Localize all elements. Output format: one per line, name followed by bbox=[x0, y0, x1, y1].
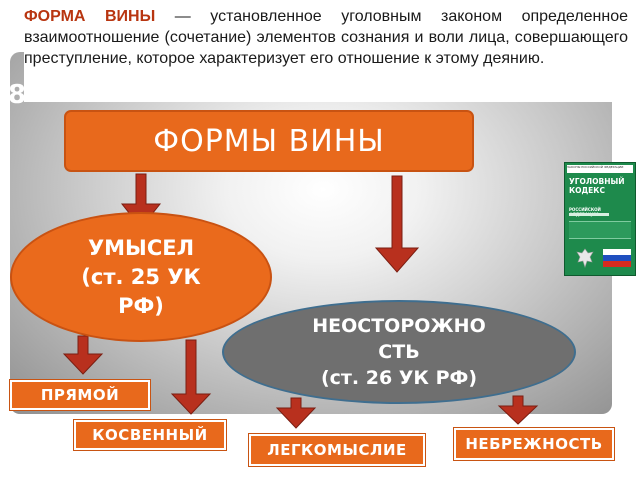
intent-label: УМЫСЕЛ bbox=[87, 235, 195, 260]
criminal-code-book-image: ЗАКОНЫ РОССИЙСКОЙ ФЕДЕРАЦИИ УГОЛОВНЫЙ КО… bbox=[564, 162, 636, 276]
slide-number: 8 bbox=[8, 80, 27, 110]
book-header: ЗАКОНЫ РОССИЙСКОЙ ФЕДЕРАЦИИ bbox=[567, 165, 633, 173]
negligence-article: (ст. 26 УК РФ) bbox=[320, 367, 478, 389]
levity-box: ЛЕГКОМЫСЛИЕ bbox=[248, 433, 426, 467]
arrow-to-carelessness bbox=[497, 395, 539, 425]
forms-of-guilt-title: ФОРМЫ ВИНЫ bbox=[64, 110, 474, 172]
definition-term: ФОРМА ВИНЫ bbox=[24, 8, 156, 25]
intent-article-1: (ст. 25 УК bbox=[81, 264, 201, 289]
negligence-ellipse: НЕОСТОРОЖНО СТЬ (ст. 26 УК РФ) bbox=[222, 300, 576, 404]
negligence-label-1: НЕОСТОРОЖНО bbox=[312, 315, 486, 337]
negligence-label-2: СТЬ bbox=[378, 341, 420, 363]
arrow-to-levity bbox=[275, 397, 317, 429]
indirect-intent-box: КОСВЕННЫЙ bbox=[73, 419, 227, 451]
arrow-to-direct bbox=[62, 335, 104, 375]
arrow-to-indirect bbox=[170, 339, 212, 415]
arrow-to-negligence bbox=[374, 175, 420, 273]
definition-body: — установленное уголовным законом опреде… bbox=[24, 8, 628, 67]
book-title: УГОЛОВНЫЙ КОДЕКС bbox=[569, 177, 625, 195]
book-band bbox=[569, 221, 631, 239]
book-edition bbox=[569, 213, 609, 216]
direct-intent-box: ПРЯМОЙ bbox=[9, 379, 151, 411]
intent-ellipse: УМЫСЕЛ (ст. 25 УК РФ) bbox=[10, 212, 272, 342]
intent-article-2: РФ) bbox=[118, 293, 164, 318]
definition-text: ФОРМА ВИНЫ — установленное уголовным зак… bbox=[24, 6, 628, 102]
eagle-emblem-icon bbox=[576, 248, 594, 268]
russian-flag-icon bbox=[603, 249, 631, 267]
carelessness-box: НЕБРЕЖНОСТЬ bbox=[453, 427, 615, 461]
